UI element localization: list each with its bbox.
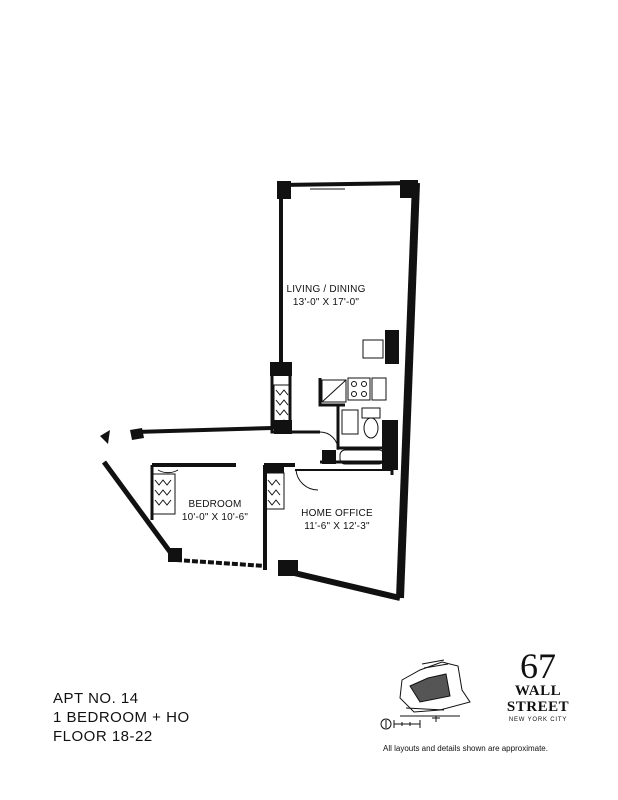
building-logo: 67 WALL STREET NEW YORK CITY xyxy=(498,648,578,724)
diagonal-exterior-wall xyxy=(101,460,179,562)
home-office-label: HOME OFFICE 11'-6" X 12'-3" xyxy=(297,507,377,533)
living-dining-label: LIVING / DINING 13'-0" X 17'-0" xyxy=(286,283,366,309)
counter xyxy=(321,379,347,403)
exterior-wall-right xyxy=(396,182,420,599)
window xyxy=(310,183,345,190)
column xyxy=(264,463,284,473)
corridor-wall xyxy=(134,426,273,434)
bathtub xyxy=(339,449,385,465)
column xyxy=(385,330,399,364)
apartment-info: APT NO. 14 1 BEDROOM + HO FLOOR 18-22 xyxy=(53,689,190,746)
building-line1: WALL xyxy=(514,683,562,699)
room-name: LIVING / DINING xyxy=(286,284,366,295)
apartment-number: APT NO. 14 xyxy=(53,690,139,707)
kitchen-fixtures xyxy=(321,339,387,465)
disclaimer: All layouts and details shown are approx… xyxy=(383,744,548,753)
site-plan-graphic xyxy=(380,659,471,730)
column xyxy=(400,180,418,198)
apartment-floors: FLOOR 18-22 xyxy=(53,728,153,745)
building-line2: STREET xyxy=(506,699,570,715)
building-city: NEW YORK CITY xyxy=(508,717,568,723)
column xyxy=(130,428,144,440)
building-footprint xyxy=(399,661,471,713)
column xyxy=(382,420,398,470)
apartment-type: 1 BEDROOM + HO xyxy=(53,709,190,726)
column xyxy=(270,362,292,376)
living-wall-top xyxy=(280,181,417,187)
building-number: 67 xyxy=(520,646,556,686)
north-arrow-icon xyxy=(380,718,392,730)
refrigerator xyxy=(362,339,384,359)
closet-hangers xyxy=(152,384,291,515)
column xyxy=(277,181,291,199)
bedroom-label: BEDROOM 10'-0" X 10'-6" xyxy=(180,498,250,524)
vanity xyxy=(341,409,359,435)
office-bottom-wall xyxy=(289,569,401,601)
room-size: 10'-0" X 10'-6" xyxy=(181,512,249,523)
column xyxy=(322,450,336,464)
stove xyxy=(347,377,371,401)
column xyxy=(168,548,182,562)
toilet-tank xyxy=(361,407,381,419)
column xyxy=(274,420,292,434)
room-name: BEDROOM xyxy=(188,499,242,510)
toilet xyxy=(363,417,379,439)
scale-bar xyxy=(393,720,421,728)
room-name: HOME OFFICE xyxy=(301,508,373,519)
column xyxy=(278,560,298,576)
sink xyxy=(371,377,387,401)
column xyxy=(100,430,110,444)
room-size: 13'-0" X 17'-0" xyxy=(292,297,360,308)
bedroom-bottom-wall xyxy=(175,558,266,568)
room-size: 11'-6" X 12'-3" xyxy=(304,521,370,532)
doors xyxy=(157,431,339,491)
